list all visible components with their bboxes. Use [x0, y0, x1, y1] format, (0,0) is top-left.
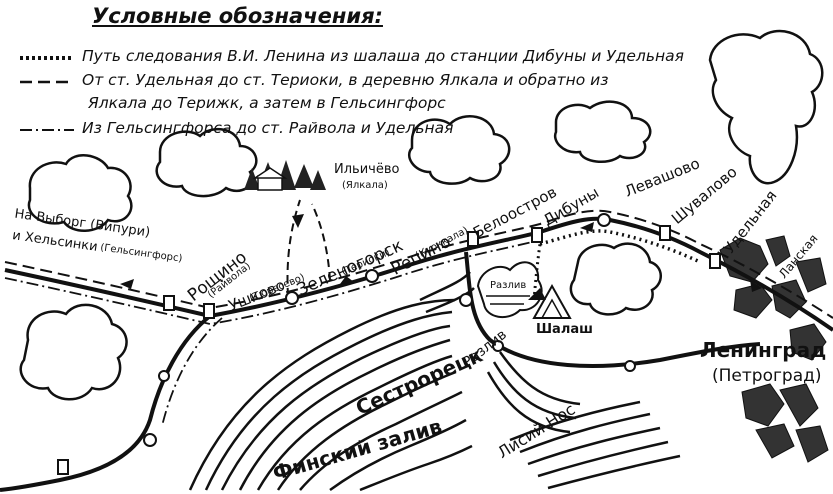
- route-dotted: [539, 229, 701, 264]
- route-dashdot-branch: [161, 317, 223, 427]
- railway-sestroretsk: [464, 251, 761, 368]
- legend-item-dashed-cont: Ялкала до Терижк, а затем в Гельсингфорс: [88, 94, 446, 112]
- cloud-top-right: [708, 29, 824, 185]
- label-lake-razliv: Разлив: [490, 280, 527, 291]
- label-shalash: Шалаш: [536, 322, 593, 337]
- cloud-right: [553, 100, 652, 164]
- label-ilichevo: Ильичёво: [334, 162, 400, 177]
- bay-hatching: [486, 351, 681, 490]
- label-leningrad: Ленинград: [700, 338, 827, 362]
- forest-ilichevo: [244, 160, 326, 191]
- route-arrows: [120, 214, 762, 292]
- legend-item-dotted: Путь следования В.И. Ленина из шалаша до…: [82, 47, 684, 65]
- cloud-center: [407, 115, 511, 185]
- city-blocks: [719, 235, 829, 463]
- shalash-hut-icon: [528, 283, 572, 319]
- cloud-left: [27, 154, 133, 232]
- lake-hatch: [486, 295, 530, 305]
- route-dashed: [4, 209, 833, 319]
- label-petrograd: (Петроград): [712, 366, 822, 386]
- legend-item-dashdot: Из Гельсингфорса до ст. Райвола и Удельн…: [82, 119, 454, 137]
- cloud-lower-right: [569, 242, 662, 316]
- railway-west-branch: [0, 314, 212, 492]
- stations: [57, 213, 721, 475]
- label-yalkala: (Ялкала): [342, 180, 388, 191]
- route-from-ilichevo: [311, 203, 331, 281]
- cloud-lower-left: [19, 303, 128, 401]
- route-dashdot: [4, 239, 541, 325]
- railway-main: [4, 216, 833, 332]
- legend-item-dashed: От ст. Удельная до ст. Териоки, в деревн…: [82, 71, 609, 89]
- legend-title: Условные обозначения:: [92, 4, 383, 28]
- sea-hatching: [188, 271, 475, 492]
- route-from-shalash: [532, 243, 542, 301]
- cloud-mid: [155, 127, 258, 198]
